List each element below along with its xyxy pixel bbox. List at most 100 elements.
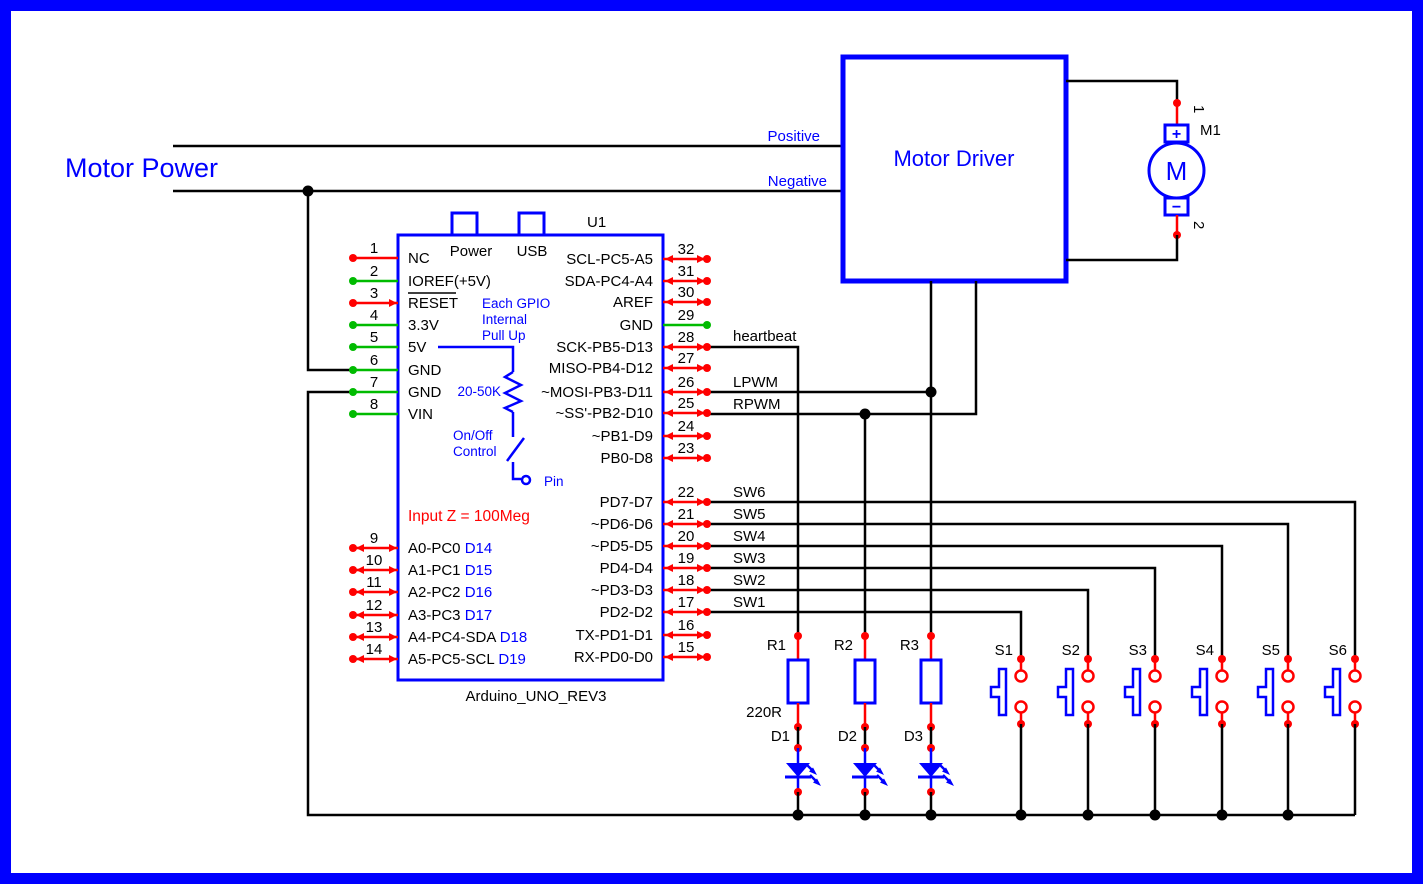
switch-ref-label: S3 <box>1129 642 1147 659</box>
switch-actuator <box>1056 667 1075 717</box>
pin-number: 15 <box>678 639 695 656</box>
pin-number: 24 <box>678 418 695 435</box>
arrowhead-left <box>356 655 364 663</box>
pin-dot <box>703 343 711 351</box>
junction-dot <box>1216 809 1228 821</box>
resistor-body <box>919 658 943 705</box>
arrowhead-right <box>697 586 705 594</box>
pin-note-label: Pin <box>544 474 564 489</box>
junction-dot <box>859 809 871 821</box>
led-ref-label: D1 <box>771 728 790 745</box>
pin-dot <box>1173 99 1181 107</box>
arrowhead-right <box>697 364 705 372</box>
switch-contact <box>1148 669 1162 683</box>
motor-pin2-label: 2 <box>1190 221 1207 229</box>
led-emission-arrowhead <box>942 767 950 775</box>
switch-ref-label: S1 <box>995 642 1013 659</box>
pin-number: 28 <box>678 329 695 346</box>
motor-pin1-label: 1 <box>1190 105 1207 113</box>
junction-dot <box>1282 809 1294 821</box>
arrowhead-right <box>697 653 705 661</box>
negative-net-label: Negative <box>768 173 827 190</box>
switch-note-line1: On/Off <box>453 428 493 443</box>
arrowhead-right <box>389 588 397 596</box>
switch-contact <box>1014 669 1028 683</box>
junction-dot <box>925 809 937 821</box>
pin-label: PB0-D8 <box>600 450 653 467</box>
led-emission-arrow <box>938 763 946 771</box>
pin-label: ~PD5-D5 <box>591 538 653 555</box>
pin-label: IOREF(+5V) <box>408 273 491 290</box>
pin-number: 16 <box>678 617 695 634</box>
resistor-value-label: 220R <box>746 704 782 721</box>
pin-number: 26 <box>678 374 695 391</box>
led-emission-arrow <box>876 774 884 782</box>
pullup-value-label: 20-50K <box>457 384 501 399</box>
switch-contact <box>1348 700 1362 714</box>
arrowhead-left <box>356 588 364 596</box>
pin-label: GND <box>408 362 442 379</box>
pin-number: 27 <box>678 350 695 367</box>
arrowhead-left <box>665 653 673 661</box>
pullup-wire-bottom <box>511 462 521 481</box>
switch-ref-label: S5 <box>1262 642 1280 659</box>
arrowhead-left <box>665 298 673 306</box>
schematic-title: Motor Power <box>65 153 218 183</box>
sw5-net-label: SW5 <box>733 506 766 523</box>
power-connector-label: Power <box>450 243 493 260</box>
switch-actuator <box>1123 667 1142 717</box>
pin-number: 12 <box>366 597 383 614</box>
pin-alias: D14 <box>465 540 493 557</box>
pin-alias: D15 <box>465 562 493 579</box>
arrowhead-left <box>665 608 673 616</box>
led-emission-arrowhead <box>809 767 817 775</box>
arrowhead-left <box>665 364 673 372</box>
arrowhead-right <box>697 542 705 550</box>
arrowhead-left <box>665 277 673 285</box>
lpwm-net-label: LPWM <box>733 374 778 391</box>
led-ref-label: D2 <box>838 728 857 745</box>
resistor-ref-label: R1 <box>767 637 786 654</box>
pin-label: ~PB1-D9 <box>592 428 653 445</box>
pin-dot <box>349 299 357 307</box>
pin-dot <box>349 588 357 596</box>
pin-number: 11 <box>366 574 382 591</box>
pin-label: NC <box>408 250 430 267</box>
wire-heartbeat <box>708 345 800 636</box>
pin-number: 10 <box>366 552 383 569</box>
led-emission-arrowhead <box>813 778 821 786</box>
pin-dot <box>703 454 711 462</box>
arrowhead-right <box>697 608 705 616</box>
pin-number: 5 <box>370 329 378 346</box>
pin-dot <box>703 255 711 263</box>
gpio-note-line2: Internal <box>482 312 527 327</box>
switch-contact <box>1081 669 1095 683</box>
switch-note-line2: Control <box>453 444 497 459</box>
motor-driver-label: Motor Driver <box>893 146 1014 171</box>
arrowhead-left <box>665 498 673 506</box>
pin-dot <box>703 298 711 306</box>
sw2-net-label: SW2 <box>733 572 766 589</box>
pullup-wire-top <box>438 345 515 372</box>
arrowhead-right <box>697 298 705 306</box>
pin-dot <box>703 608 711 616</box>
arrowhead-right <box>389 633 397 641</box>
arrowhead-left <box>665 586 673 594</box>
pin-alias: D18 <box>500 629 528 646</box>
arrowhead-right <box>697 631 705 639</box>
pin-label: 3.3V <box>408 317 439 334</box>
led-ref-label: D3 <box>904 728 923 745</box>
arrowhead-right <box>697 388 705 396</box>
pin-label: A5-PC5-SCL D19 <box>408 651 526 668</box>
pin-dot <box>703 388 711 396</box>
switch-ref-label: S4 <box>1196 642 1214 659</box>
switch-contact <box>1281 669 1295 683</box>
junction-dot <box>1015 809 1027 821</box>
resistor-body <box>786 658 810 705</box>
arrowhead-right <box>389 611 397 619</box>
arrowhead-left <box>665 255 673 263</box>
pin-label: SCK-PB5-D13 <box>556 339 653 356</box>
pin-dot <box>349 544 357 552</box>
